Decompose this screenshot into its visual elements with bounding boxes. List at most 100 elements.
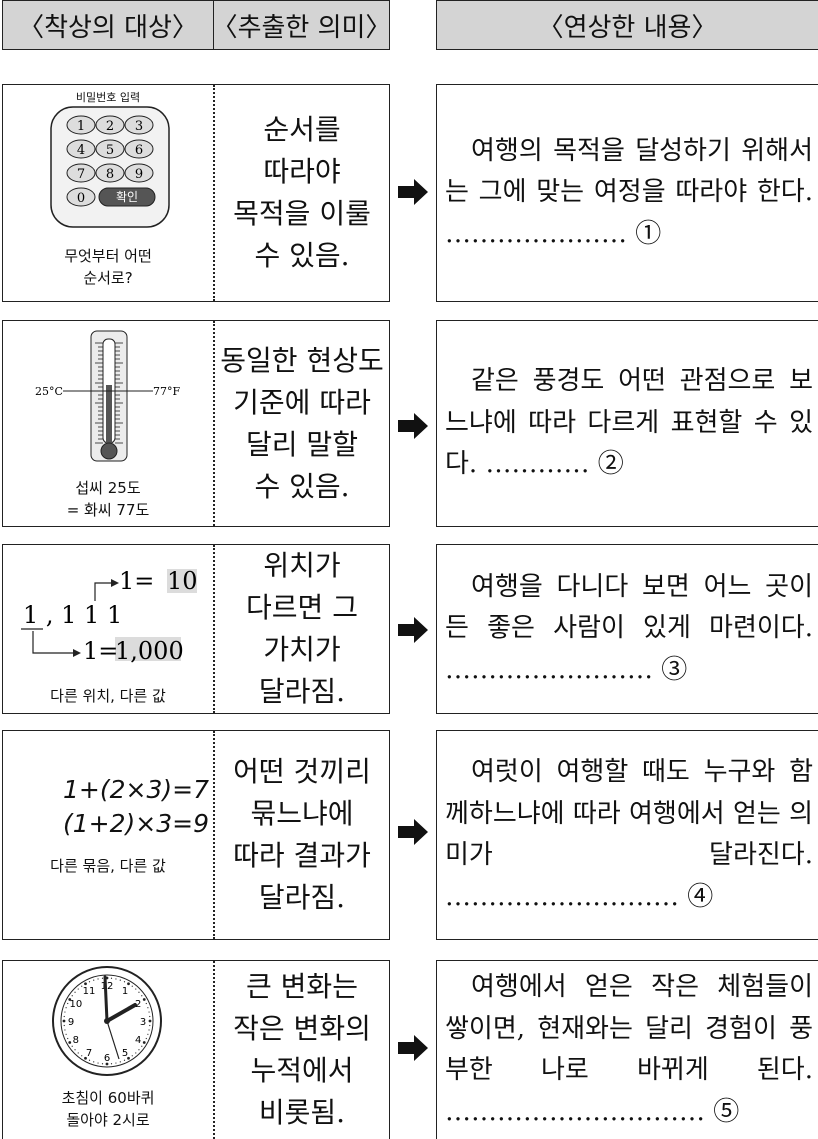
clock-tick [141,1045,143,1047]
clock-tick [105,1062,109,1066]
clock-tick [142,998,146,1001]
clock-number: 10 [69,999,82,1010]
keypad-title: 비밀번호 입력 [75,91,141,104]
clock-tick [71,1045,73,1047]
row-1-content: 여행의 목적을 달성하기 위해서는 그에 맞는 여정을 따라야 한다. …………… [445,135,813,249]
clock-tick [101,1063,104,1065]
clock-tick [88,1059,91,1061]
row-2-content: 같은 풍경도 어떤 관점으로 보느냐에 따라 다르게 표현할 수 있다. ………… [445,366,813,480]
clock-tick [88,981,91,983]
arrow-icon [398,819,428,845]
clock-tick [110,977,113,979]
expr-1: 1+(2×3)=7 [63,775,209,804]
clock-tick [68,998,72,1001]
row-4-meaning: 어떤 것끼리 묶느냐에 따라 결과가 달라짐. [233,755,371,914]
confirm-key [98,187,156,207]
clock-tick [101,977,104,979]
clock-tick [145,1037,147,1040]
clock-tick [123,1059,126,1061]
clock-tick [97,1062,99,1064]
clock-number: 9 [68,1017,74,1028]
row-3-left: 1= 10 1 , 1 1 1 1= 1,000 다른 위치, 다른 값 위치가… [2,544,390,714]
clock-tick [77,988,79,990]
row-4-content: 여럿이 여행할 때도 누구와 함께하느냐에 따라 여행에서 얻는 의미가 달라진… [445,757,813,912]
clock-tick [65,1033,67,1035]
clock-number: 6 [104,1053,110,1064]
keypad-key-label: 9 [135,167,143,182]
arrow-icon [398,1035,428,1061]
row-5-meaning: 큰 변화는 작은 변화의 누적에서 비롯됨. [233,970,371,1129]
clock-tick [147,1033,149,1035]
clock-tick [138,1049,140,1051]
clock-tick [67,1002,69,1005]
clock-tick [135,1052,137,1054]
confirm-key-label: 확인 [116,190,138,204]
clock-tick [119,979,121,981]
clock-tick [115,1062,117,1064]
keypad-key [66,115,96,135]
clock-tick [62,1019,66,1023]
row-2-caption: 섭씨 25도 = 화씨 77도 [66,479,150,519]
clock-tick [115,978,117,980]
place-number: 1 , 1 1 1 [23,601,122,629]
row-3-content: 여행을 다니다 보면 어느 곳이든 좋은 사람이 있게 마련이다. ………………… [445,571,813,685]
clock-tick [110,1063,113,1065]
clock-number: 2 [135,999,141,1010]
keypad-key-label: 4 [77,143,85,158]
clock-tick [68,1041,72,1044]
clock-number: 7 [86,1048,92,1059]
row-3-caption: 다른 위치, 다른 값 [50,687,166,705]
row-2-left: 25°C 77°F 섭씨 25도 = 화씨 77도 동일한 현상도 기준에 따라… [2,320,390,527]
arrow-icon [398,179,428,205]
keypad-key [66,139,96,159]
keypad-key [124,163,154,183]
clock-tick [84,1056,87,1060]
arrow-icon [398,413,428,439]
clock-tick [67,1037,69,1040]
keypad-key-label: 1 [77,119,85,134]
clock-tick [138,991,140,993]
clock-number: 12 [101,981,114,992]
clock-tick [65,1007,67,1009]
clock-tick [64,1029,66,1031]
keypad-key [66,187,96,207]
row-5-caption: 초침이 60바퀴 돌아야 2시로 [61,1089,155,1129]
row-4-caption: 다른 묶음, 다른 값 [50,857,166,875]
clock-tick [97,978,99,980]
header-content: 〈연상한 내용〉 [436,0,818,50]
clock-number: 1 [122,986,128,997]
keypad-key-label: 8 [106,167,114,182]
row-5-right: 여행에서 얻은 작은 체험들이 쌓이면, 현재와는 달리 경험이 풍부한 나로 … [436,960,818,1139]
clock-tick [148,1019,152,1023]
keypad-key-label: 7 [77,167,85,182]
keypad-key [95,139,125,159]
clock-tick [142,1041,146,1044]
clock-number: 11 [83,986,96,997]
header-object: 〈착상의 대상〉 [2,0,214,50]
clock-tick [64,1011,66,1013]
row-3-meaning: 위치가 다르면 그 가치가 달라짐. [246,549,358,708]
clock-tick [148,1029,150,1031]
clock-tick [71,995,73,997]
clock-tick [141,995,143,997]
keypad-key-label: 5 [106,143,114,158]
keypad-key [95,115,125,135]
grouping-illustration: 1+(2×3)=7 (1+2)×3=9 다른 묶음, 다른 값 [3,731,213,939]
clock-tick [127,982,130,986]
row-5-content: 여행에서 얻은 작은 체험들이 쌓이면, 현재와는 달리 경험이 풍부한 나로 … [445,972,813,1127]
clock-tick [119,1061,121,1063]
clock-tick [74,991,76,993]
row-1-meaning: 순서를 따라야 목적을 이룰 수 있음. [233,113,371,272]
row-2-meaning: 동일한 현상도 기준에 따라 달리 말할 수 있음. [220,343,384,503]
row-4-right: 여럿이 여행할 때도 누구와 함께하느냐에 따라 여행에서 얻는 의미가 달라진… [436,730,818,940]
keypad-key-label: 3 [135,119,143,134]
keypad-key [66,163,96,183]
keypad-key-label: 0 [77,191,85,206]
clock-tick [77,1052,79,1054]
arrow-icon [398,617,428,643]
